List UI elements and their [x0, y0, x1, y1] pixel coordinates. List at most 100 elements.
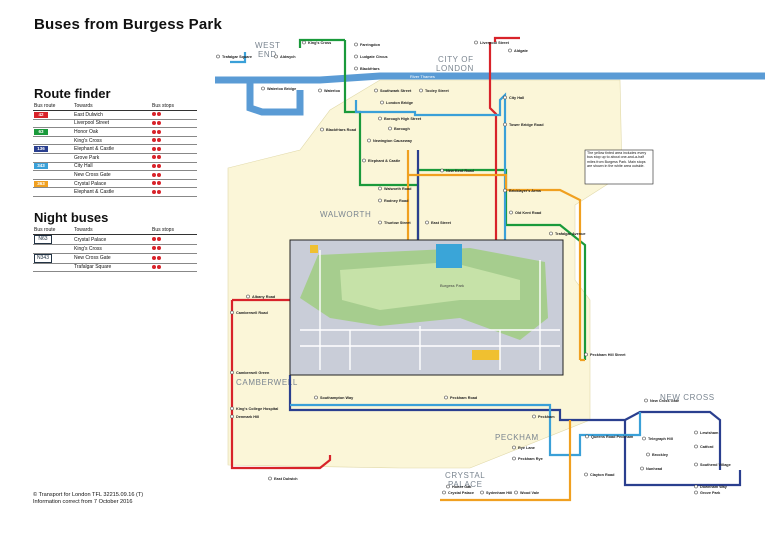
route-finder-row: New Cross Gate: [33, 170, 197, 180]
col-stops: Bus stops: [151, 226, 197, 235]
stops-cell: [151, 144, 197, 154]
stop-label-s37: Peckham: [538, 415, 555, 419]
route-136-line: [288, 150, 742, 487]
stop-marker: [354, 54, 358, 59]
stop-marker: [367, 138, 371, 143]
stop-marker: [246, 294, 250, 299]
route-cell: 42: [33, 110, 73, 120]
stop-marker: [640, 466, 644, 471]
area-palace: PALACE: [448, 480, 483, 489]
stop-marker: [694, 490, 698, 495]
stop-marker: [378, 220, 382, 225]
route-badge: 136: [34, 146, 48, 153]
stop-label-s38: Rye Lane: [518, 446, 535, 450]
route-cell: 63: [33, 127, 73, 137]
bus-stop-icon: [157, 265, 161, 270]
col-towards: Towards: [73, 226, 151, 235]
bus-stop-icon: [152, 255, 156, 260]
stop-marker: [419, 88, 423, 93]
stops-cell: [151, 253, 197, 264]
stop-marker: [694, 484, 698, 489]
river-thames-bend: [246, 80, 304, 116]
area-city-2: LONDON: [436, 64, 474, 73]
river-thames: [215, 72, 765, 84]
stops-cell: [151, 263, 197, 273]
route-badge: 343: [34, 163, 48, 170]
stop-label-s4: King's Cross: [308, 41, 331, 45]
inset-map: Burgess Park: [289, 239, 564, 376]
stops-cell: [151, 110, 197, 120]
stop-marker: [694, 430, 698, 435]
stop-marker: [230, 310, 234, 315]
stops-cell: [151, 170, 197, 180]
stop-label-s10: Southwark Street: [380, 89, 412, 93]
bus-stop-icon: [157, 237, 161, 242]
bus-stop-icon: [152, 265, 156, 270]
stop-marker: [509, 210, 513, 215]
col-route: Bus route: [33, 102, 73, 111]
stop-label-s26: Thurlow Street: [384, 221, 411, 225]
stop-label-s8: Waterloo: [324, 89, 341, 93]
note-text: The yellow tinted area includes every bu…: [587, 151, 647, 168]
stop-marker: [216, 54, 220, 59]
stop-label-s17: Borough High Street: [384, 117, 422, 121]
area-west-end: WEST: [255, 41, 281, 50]
bus-stop-icon: [157, 255, 161, 260]
bus-stop-icon: [152, 172, 156, 177]
bus-stop-icon: [157, 138, 161, 143]
stop-label-s6: Trafalgar Square: [222, 55, 252, 59]
area-camberwell: CAMBERWELL: [236, 378, 298, 387]
stops-cell: [151, 234, 197, 245]
bus-stop-icon: [157, 164, 161, 169]
stop-label-s23: Walworth Road: [384, 187, 412, 191]
stop-label-s18: Borough: [394, 127, 410, 131]
stops-cell: [151, 127, 197, 137]
bus-stop-icon: [152, 112, 156, 117]
stop-marker: [549, 231, 553, 236]
area-crystal: CRYSTAL: [445, 471, 485, 480]
towards-cell: Elephant & Castle: [73, 187, 151, 197]
stop-label-s3: Blackfriars: [360, 67, 380, 71]
stop-label-s14: City Hall: [509, 96, 524, 100]
route-badge: 63: [34, 128, 48, 135]
night-bus-row: King's Cross: [33, 244, 197, 254]
stop-marker: [474, 40, 478, 45]
route-finder-row: Liverpool Street: [33, 119, 197, 129]
stop-marker: [425, 220, 429, 225]
stop-label-s27: Old Kent Road: [515, 211, 542, 215]
stop-marker: [440, 168, 444, 173]
area-new-cross: NEW CROSS: [660, 393, 715, 402]
stops-cell: [151, 179, 197, 189]
bus-stop-icon: [157, 129, 161, 134]
route-badge: 363: [34, 180, 48, 187]
stop-marker: [362, 158, 366, 163]
bus-stop-icon: [157, 246, 161, 251]
route-42-line: [230, 42, 498, 470]
route-cell: [33, 136, 73, 146]
stop-label-s1: Farringdon: [360, 43, 381, 47]
route-cell: N343: [33, 253, 73, 264]
towards-cell: City Hall: [73, 162, 151, 172]
stop-marker: [274, 54, 278, 59]
bus-stop-icon: [152, 138, 156, 143]
col-towards: Towards: [73, 102, 151, 111]
stop-label-s49: Catford: [700, 445, 714, 449]
route-finder-row: 343 City Hall: [33, 162, 197, 172]
stop-label-s41: Queens Road Peckham: [591, 435, 634, 439]
stop-label-s46: Wood Vale: [520, 491, 539, 495]
night-route-badge: N63: [34, 235, 52, 244]
route-finder-row: King's Cross: [33, 136, 197, 146]
stop-label-s2: Ludgate Circus: [360, 55, 388, 59]
route-finder-row: Grove Park: [33, 153, 197, 163]
stop-marker: [320, 127, 324, 132]
stop-label-s31: Camberwell Green: [236, 371, 270, 375]
stops-cell: [151, 244, 197, 254]
stop-marker: [378, 186, 382, 191]
col-route: Bus route: [33, 226, 73, 235]
route-cell: 343: [33, 162, 73, 172]
stop-marker: [585, 434, 589, 439]
stop-label-s30: Camberwell Road: [236, 311, 269, 315]
towards-cell: New Cross Gate: [73, 253, 151, 264]
